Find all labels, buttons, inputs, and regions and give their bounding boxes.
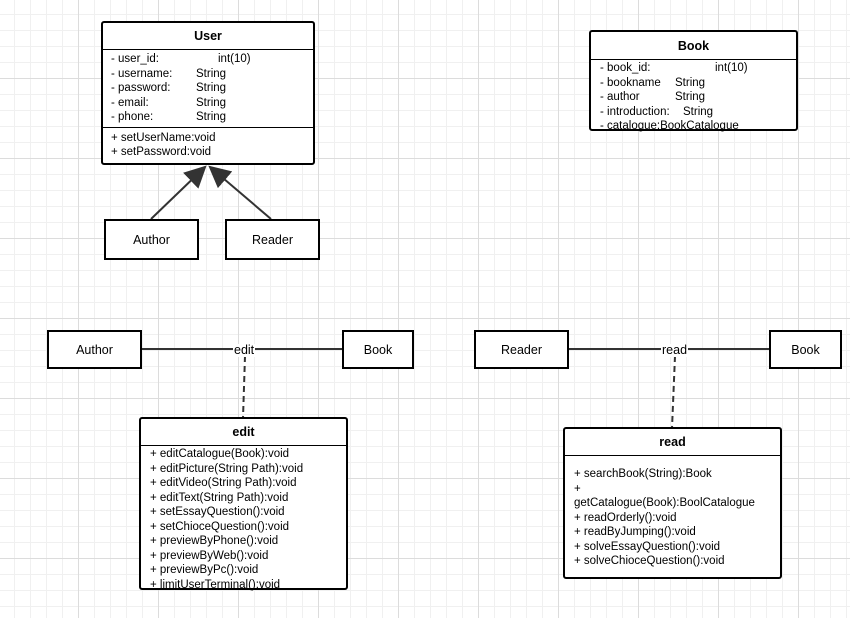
user-op-row: + setUserName:void [111, 131, 216, 144]
inheritance-arrow-author[interactable] [150, 165, 207, 220]
edit-op-row: + editVideo(String Path):void [150, 477, 297, 489]
user-class-title: User [103, 23, 313, 50]
book-attr-row: - catalogue:BookCatalogue [600, 119, 796, 134]
book-attr-row: - book_id: int(10) [600, 61, 796, 76]
read-op-row: + [574, 482, 581, 495]
attr-name: - author [600, 91, 640, 103]
attr-type: String [675, 76, 706, 89]
user-attr-row: - phone: String [111, 110, 313, 125]
read-op-row: + readByJumping():void [574, 526, 696, 538]
attr-type: String [675, 91, 706, 103]
edit-author-label: Author [76, 342, 113, 357]
attr-name: - bookname [600, 76, 661, 89]
edit-op-row: + limitUserTerminal():void [150, 578, 281, 591]
edit-class-title: edit [141, 419, 346, 446]
read-dashed-link[interactable] [671, 355, 676, 429]
edit-op-row: + editText(String Path):void [150, 491, 289, 504]
reader-box-label: Reader [252, 232, 293, 247]
user-operations: + setUserName:void + setPassword:void [103, 128, 313, 162]
book-class-title: Book [591, 32, 796, 60]
edit-op-row: + previewByPc():void [150, 564, 259, 576]
attr-type: String [196, 67, 227, 80]
read-class-title: read [565, 429, 780, 456]
read-reader-box[interactable]: Reader [474, 330, 569, 369]
attr-name: - email: [111, 96, 149, 109]
edit-op-row: + setChioceQuestion():void [150, 520, 290, 533]
user-class[interactable]: User - user_id: int(10) - username: String… [101, 21, 315, 165]
user-attributes: - user_id: int(10) - username: String - pa… [103, 50, 313, 128]
book-attr-row: - bookname String [600, 76, 796, 91]
edit-op-row: + previewByPhone():void [150, 535, 279, 547]
edit-op-row: + editPicture(String Path):void [150, 462, 304, 475]
read-op-row: + readOrderly():void [574, 511, 677, 524]
read-op-row: + searchBook(String):Book [574, 468, 712, 480]
read-reader-label: Reader [501, 342, 542, 357]
attr-name: - user_id: [111, 53, 159, 65]
attr-name: - introduction: [600, 105, 670, 118]
edit-op-row: + setEssayQuestion():void [150, 506, 285, 518]
edit-association-label: edit [233, 343, 256, 357]
attr-name: - phone: [111, 111, 154, 123]
user-op-row: + setPassword:void [111, 146, 212, 158]
read-class[interactable]: read + searchBook(String):Book + getCata… [563, 427, 782, 579]
read-book-label: Book [791, 342, 820, 357]
edit-author-box[interactable]: Author [47, 330, 142, 369]
edit-op-row: + editCatalogue(Book):void [150, 448, 290, 460]
user-attr-row: - user_id: int(10) [111, 52, 313, 67]
reader-box[interactable]: Reader [225, 219, 320, 260]
attr-name: - password: [111, 82, 171, 94]
edit-operations: + editCatalogue(Book):void + editPicture… [141, 446, 346, 592]
edit-class[interactable]: edit + editCatalogue(Book):void + editPi… [139, 417, 348, 592]
inheritance-arrow-reader[interactable] [208, 165, 272, 220]
read-operations: + searchBook(String):Book + getCatalogue… [565, 456, 780, 569]
attr-name: - catalogue:BookCatalogue [600, 120, 739, 132]
edit-book-label: Book [363, 342, 393, 357]
user-attr-row: - email: String [111, 96, 313, 111]
user-attr-row: - password: String [111, 81, 313, 96]
read-association-label: read [661, 343, 689, 357]
read-op-row: + solveChioceQuestion():void [574, 555, 725, 567]
attr-name: - book_id: [600, 62, 651, 74]
edit-op-row: + previewByWeb():void [150, 549, 269, 562]
user-attr-row: - username: String [111, 67, 313, 82]
edit-dashed-link[interactable] [242, 355, 246, 419]
attr-type: int(10) [218, 53, 251, 65]
attr-type: String [196, 96, 227, 109]
attr-type: String [196, 82, 227, 94]
author-box-label: Author [133, 232, 170, 247]
attr-name: - username: [111, 67, 173, 80]
edit-book-box[interactable]: Book [342, 330, 414, 369]
read-op-row: getCatalogue(Book):BoolCatalogue [574, 497, 755, 509]
attr-type: String [683, 105, 714, 118]
author-box[interactable]: Author [104, 219, 199, 260]
book-attr-row: - introduction: String [600, 105, 796, 120]
read-op-row: + solveEssayQuestion():void [574, 540, 721, 553]
book-attr-row: - author String [600, 90, 796, 105]
attr-type: String [196, 111, 227, 123]
read-book-box[interactable]: Book [769, 330, 842, 369]
attr-type: int(10) [715, 62, 748, 74]
